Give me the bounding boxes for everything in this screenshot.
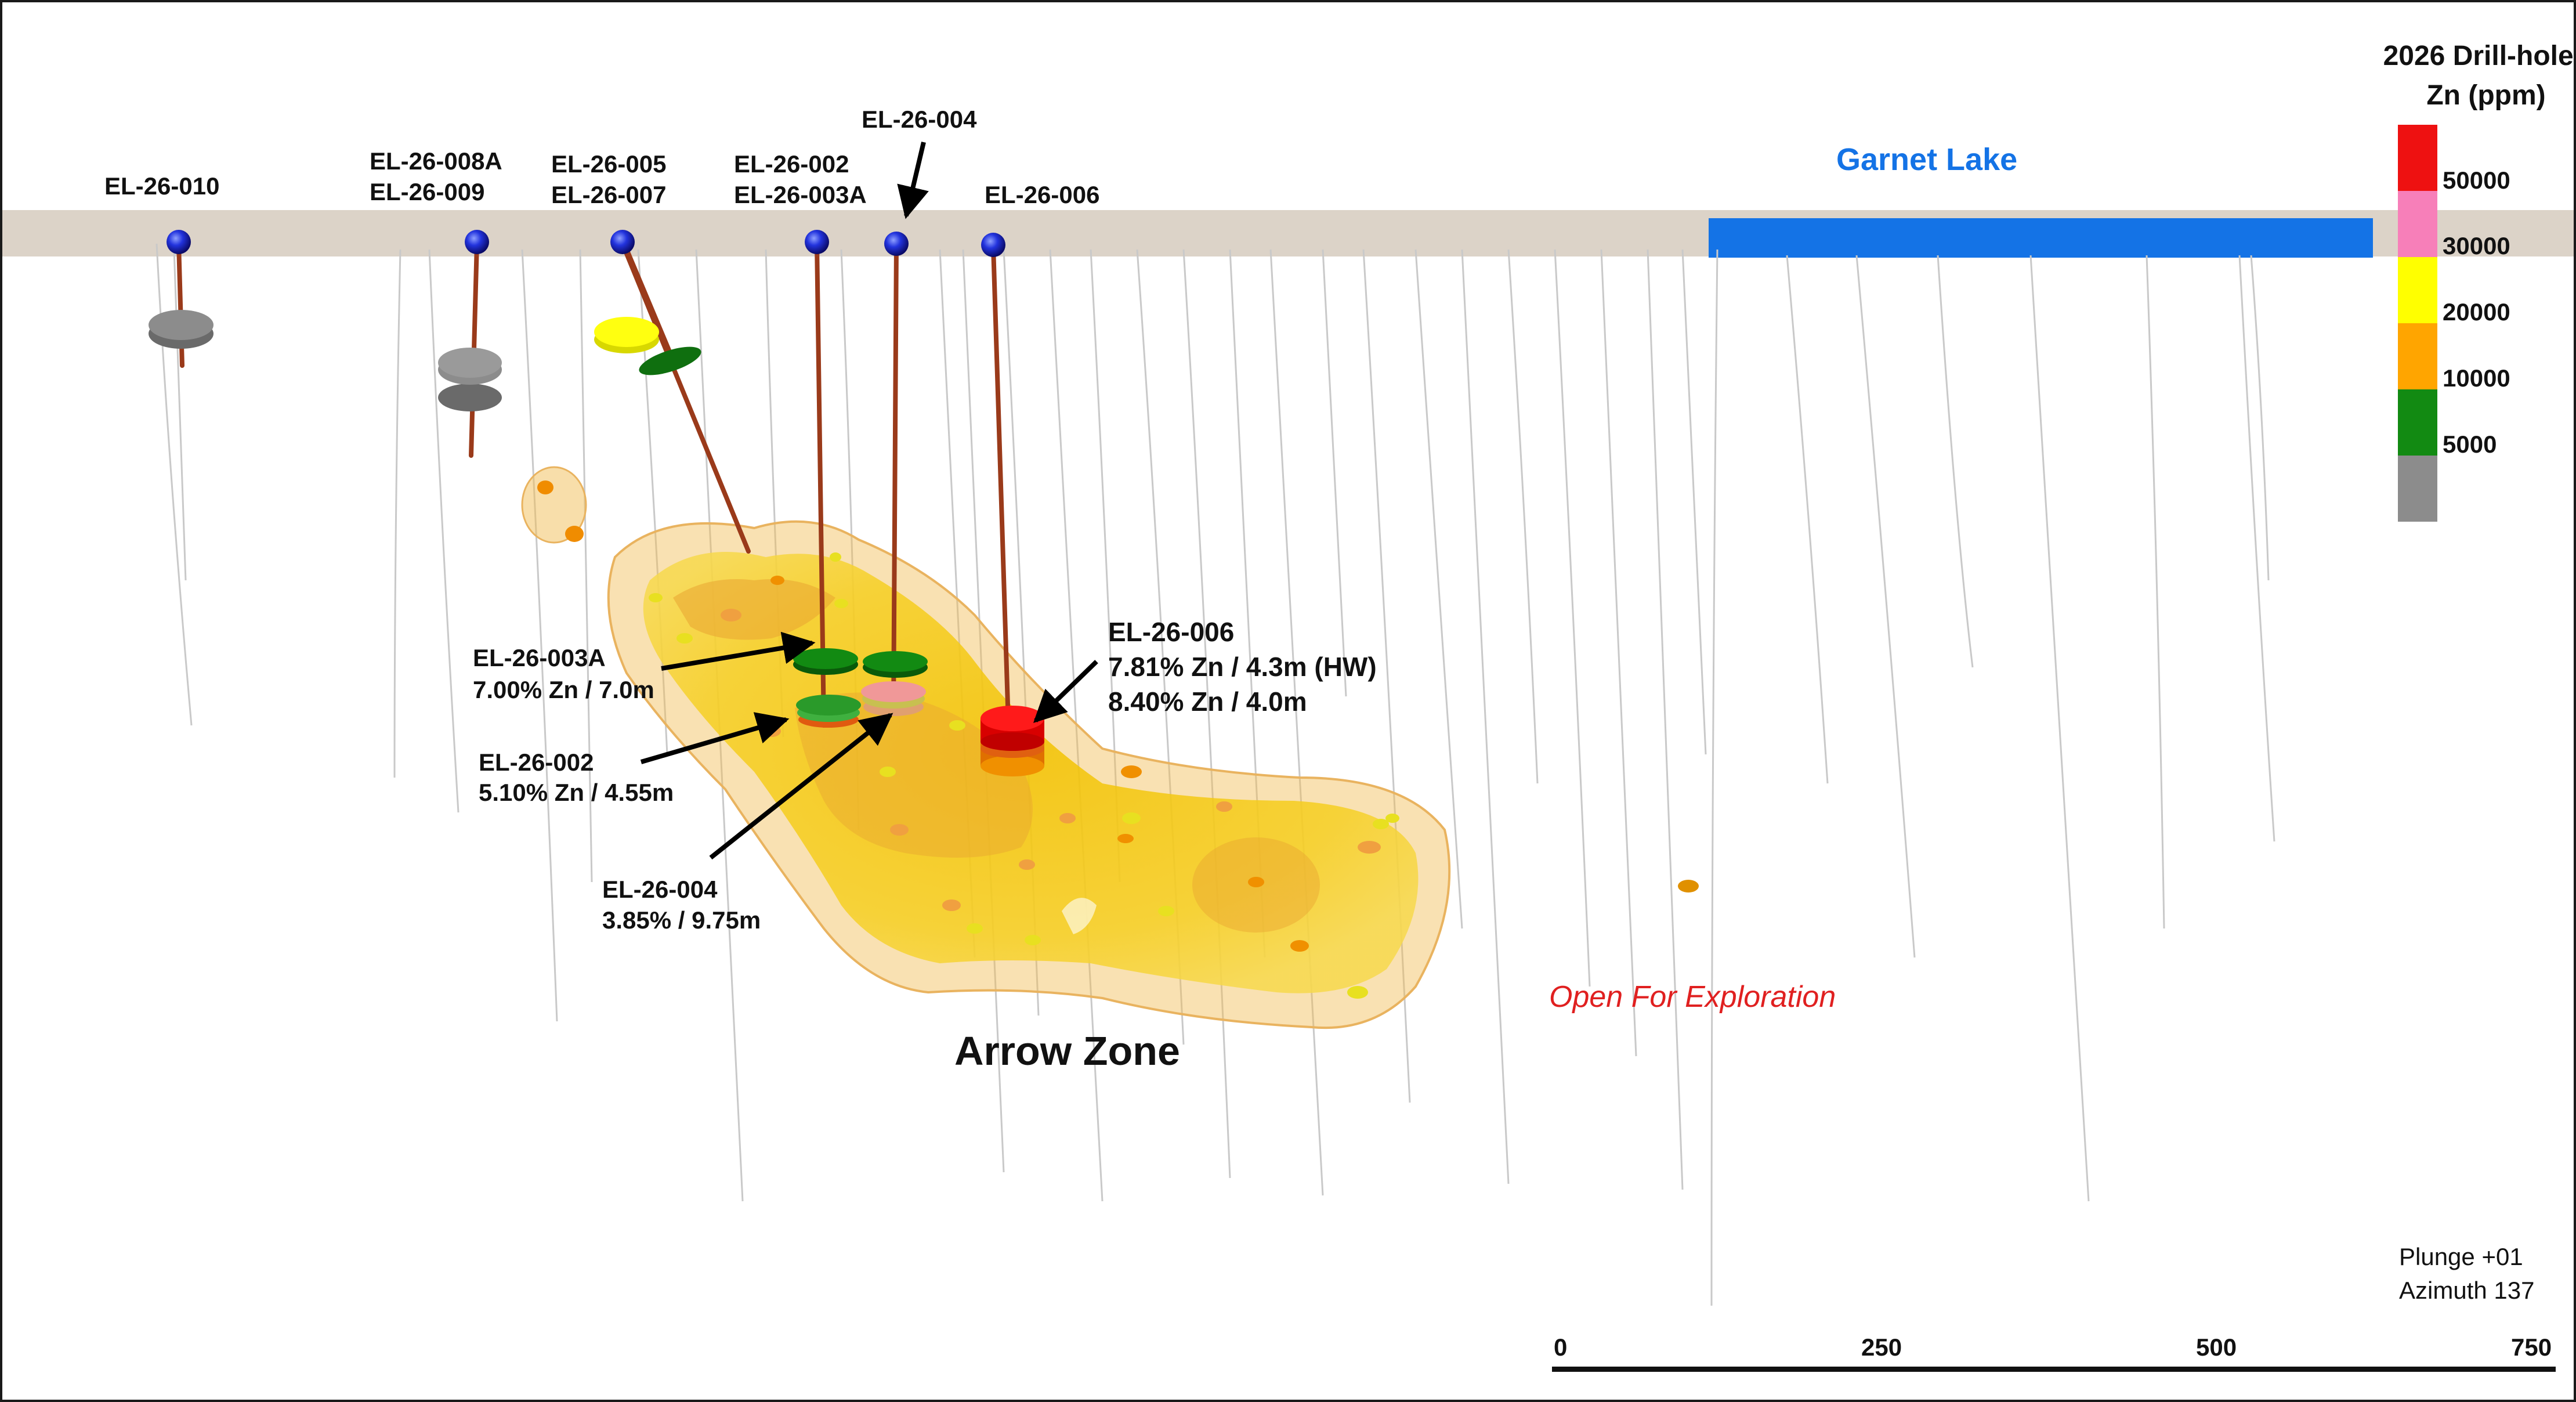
garnet-lake-label: Garnet Lake [1836,142,2017,177]
scale-bar: 0 250 500 750 [1552,1334,2556,1372]
legend-swatch-0 [2398,125,2437,191]
arrow-el-26-003a [661,631,816,671]
legend-title-line-1: 2026 Drill-holes [2383,41,2576,71]
label-el-26-005: EL-26-005 [551,150,666,178]
arrow-el-26-006 [1033,660,1098,723]
collar-el-26-010 [167,230,191,254]
scale-bar-line [1552,1367,2556,1372]
scale-tick-250: 250 [1861,1334,1902,1361]
low-grade-discs [149,310,502,411]
distal-assay-disc [1678,880,1699,892]
label-el-26-004: EL-26-004 [862,106,977,133]
label-el-26-007: EL-26-007 [551,181,666,208]
label-el-26-009: EL-26-009 [370,178,484,205]
scale-tick-0: 0 [1554,1334,1567,1361]
collar-el-26-002 [805,230,829,254]
azimuth-text: Azimuth 137 [2399,1277,2534,1304]
arrow-el-26-002 [640,712,790,764]
arrow-el-26-004 [709,713,893,860]
intercept-el-26-004-grade: 3.85% / 9.75m [602,906,761,934]
intercept-el-26-003a-name: EL-26-003A [473,644,606,671]
leader-arrows [640,142,1098,860]
legend-label-20000: 20000 [2443,298,2510,326]
plunge-text: Plunge +01 [2399,1243,2523,1270]
legend-swatches [2398,125,2437,522]
legend-label-5000: 5000 [2443,431,2497,458]
el-26-005-discs [594,317,701,375]
collar-el-26-004 [884,232,909,256]
satellite-envelope [521,466,587,544]
intercept-el-26-004-name: EL-26-004 [602,876,718,903]
collar-el-26-005 [610,230,635,254]
label-el-26-003a: EL-26-003A [734,181,867,208]
label-el-26-006: EL-26-006 [985,181,1099,208]
legend-title-line-2: Zn (ppm) [2426,80,2545,111]
legend-label-30000: 30000 [2443,232,2510,259]
collar-el-26-008a [465,230,489,254]
legend-swatch-4 [2398,389,2437,456]
collar-el-26-006 [981,233,1005,257]
legend: 2026 Drill-holes Zn (ppm) 50000 30000 20… [2383,41,2576,522]
label-el-26-010: EL-26-010 [104,172,219,200]
open-for-exploration-label: Open For Exploration [1549,980,1836,1014]
intercept-el-26-003a-grade: 7.00% Zn / 7.0m [473,676,654,703]
scale-tick-750: 750 [2511,1334,2552,1361]
legend-swatch-5 [2398,456,2437,522]
collar-markers [167,230,1005,257]
scale-tick-500: 500 [2196,1334,2237,1361]
label-el-26-002: EL-26-002 [734,150,849,178]
legend-label-50000: 50000 [2443,167,2510,194]
intercept-el-26-006-grade: 8.40% Zn / 4.0m [1108,686,1307,717]
el-26-006-intercept [981,706,1044,776]
legend-swatch-2 [2398,257,2437,323]
intercept-el-26-002-name: EL-26-002 [479,749,594,776]
arrow-el-26-004-collar [897,142,929,219]
garnet-lake-shape [1709,218,2373,258]
el-26-004-intercept [861,651,928,716]
arrow-zone-label: Arrow Zone [954,1028,1180,1074]
label-el-26-008a: EL-26-008A [370,147,502,175]
legend-label-10000: 10000 [2443,364,2510,392]
intercept-el-26-002-grade: 5.10% Zn / 4.55m [479,779,674,806]
intercept-el-26-006-grade-hw: 7.81% Zn / 4.3m (HW) [1108,652,1377,682]
legend-swatch-3 [2398,323,2437,389]
legend-swatch-1 [2398,191,2437,257]
intercept-el-26-006-name: EL-26-006 [1108,617,1234,647]
